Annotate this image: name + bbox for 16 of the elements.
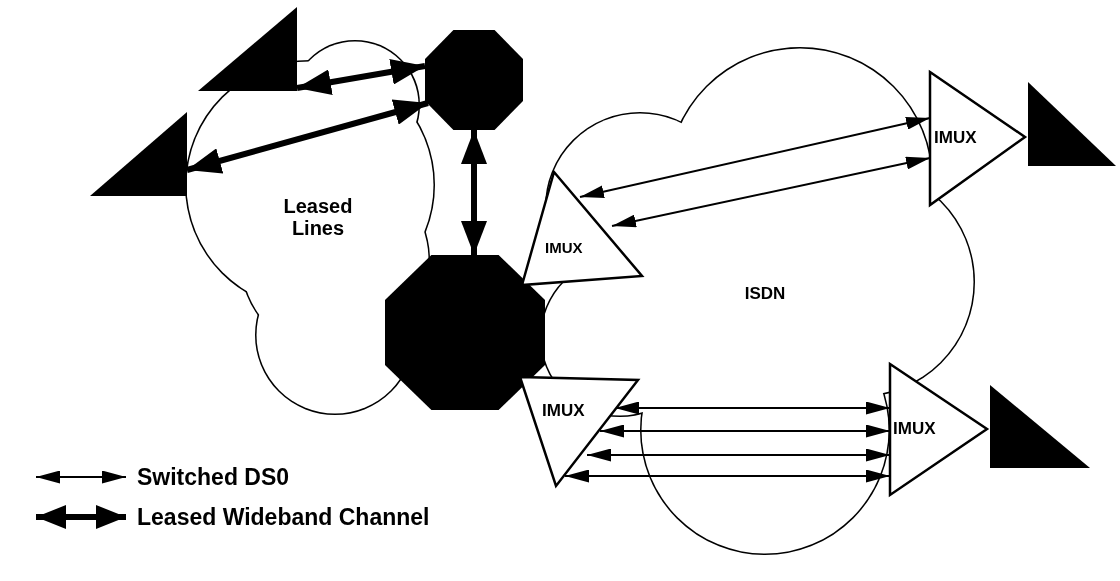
double-arrow <box>186 99 429 174</box>
device-label: IMUX <box>893 420 936 439</box>
legend-label: Leased Wideband Channel <box>137 503 430 531</box>
double-arrow <box>599 424 891 438</box>
device-label: IMUX <box>542 402 585 421</box>
double-arrow <box>579 116 931 199</box>
network-label: Leased Lines <box>282 195 354 239</box>
legend-label: Switched DS0 <box>137 463 290 491</box>
double-arrow <box>296 58 426 96</box>
double-arrow <box>611 156 931 228</box>
double-arrow <box>564 469 891 483</box>
device-label: IMUX <box>545 240 583 257</box>
device-label: IMUX <box>934 129 977 148</box>
double-arrow <box>461 130 487 255</box>
network-label: ISDN <box>743 285 787 304</box>
double-arrow <box>586 448 891 462</box>
